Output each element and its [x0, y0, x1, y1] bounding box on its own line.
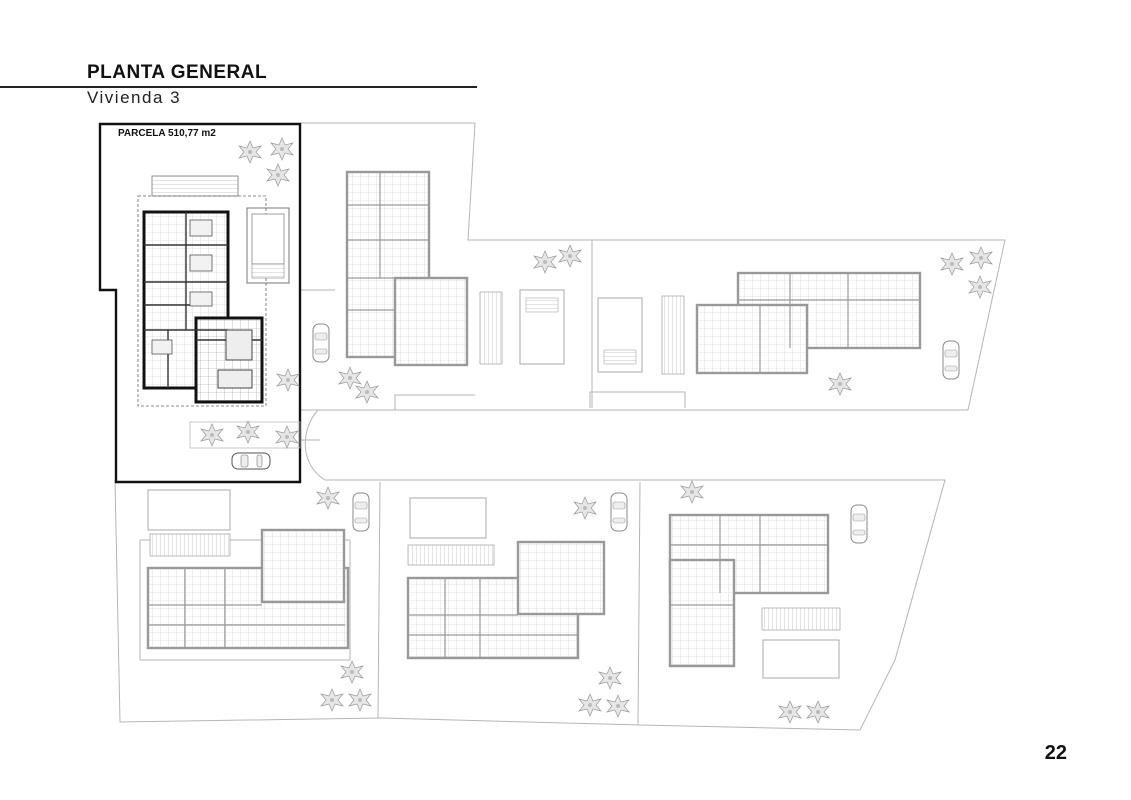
page-number: 22: [1044, 742, 1067, 764]
plot-boundaries: [114, 122, 1006, 731]
plot-area-label: PARCELA 510,77 m2: [118, 128, 216, 139]
page-subtitle: Vivienda 3: [87, 88, 182, 107]
neighbour-houses: [146, 170, 922, 679]
page-title: PLANTA GENERAL: [87, 62, 268, 83]
house-vivienda-3: [137, 175, 301, 470]
title-underline: [0, 86, 477, 88]
plot-outline-vivienda-3: [98, 122, 302, 484]
